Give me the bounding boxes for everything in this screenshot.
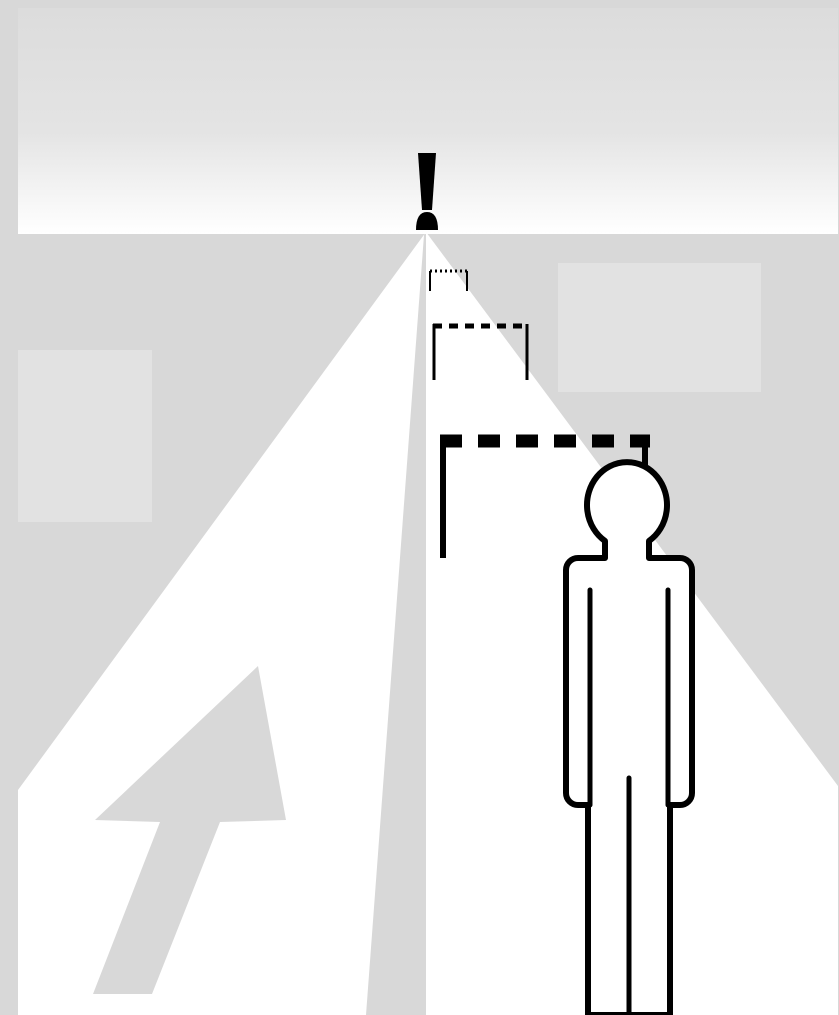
left-wall-panel [18, 350, 152, 522]
right-wall-panel [558, 263, 761, 392]
